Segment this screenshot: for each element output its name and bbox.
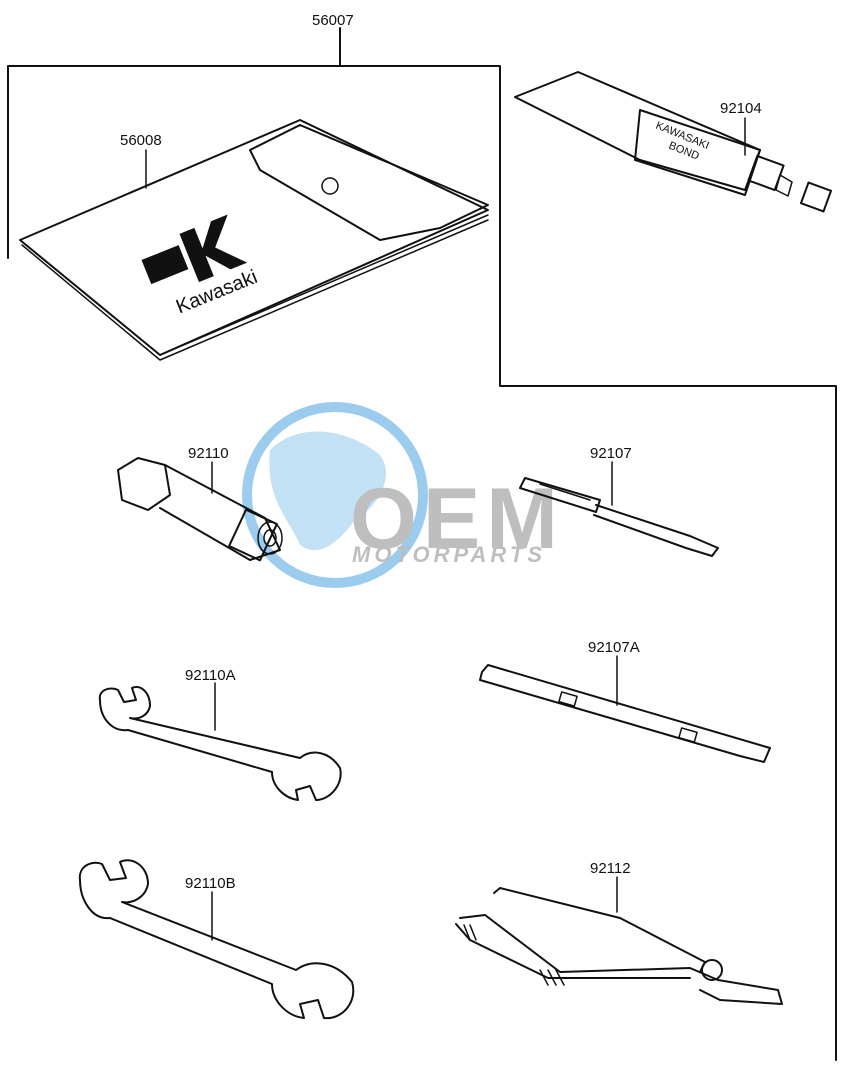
part-label-92104: 92104 [720, 100, 762, 117]
part-label-92110: 92110 [188, 445, 229, 462]
wrench-a-drawing [98, 686, 342, 801]
pouch-logo-text: Kawasaki [173, 266, 261, 318]
watermark: OEM MOTORPARTS [242, 402, 564, 588]
part-label-92110A: 92110A [185, 667, 236, 684]
part-label-92107: 92107 [590, 445, 632, 462]
watermark-subtitle: MOTORPARTS [352, 542, 546, 567]
part-label-92107A: 92107A [588, 639, 640, 656]
handle-drawing [479, 664, 771, 763]
screwdriver-drawing [519, 477, 719, 557]
part-label-92112: 92112 [590, 860, 631, 877]
part-label-92110B: 92110B [185, 875, 236, 892]
bond-tube-drawing: KAWASAKI BOND [514, 71, 833, 213]
pouch-drawing: Kawasaki [19, 119, 489, 361]
pliers-drawing [455, 887, 783, 1005]
socket-wrench-drawing [117, 457, 283, 562]
watermark-brand: OEM [350, 471, 564, 567]
wrench-b-drawing [78, 859, 355, 1020]
assembly-bracket [7, 27, 837, 1061]
part-label-56007: 56007 [312, 12, 354, 29]
part-label-56008: 56008 [120, 132, 162, 149]
globe-icon [242, 402, 428, 588]
kawasaki-logo-icon: Kawasaki [141, 214, 261, 318]
leader-lines [145, 117, 746, 941]
part-labels: 56007 56008 92104 92110 92107 92110A 921… [120, 12, 762, 892]
